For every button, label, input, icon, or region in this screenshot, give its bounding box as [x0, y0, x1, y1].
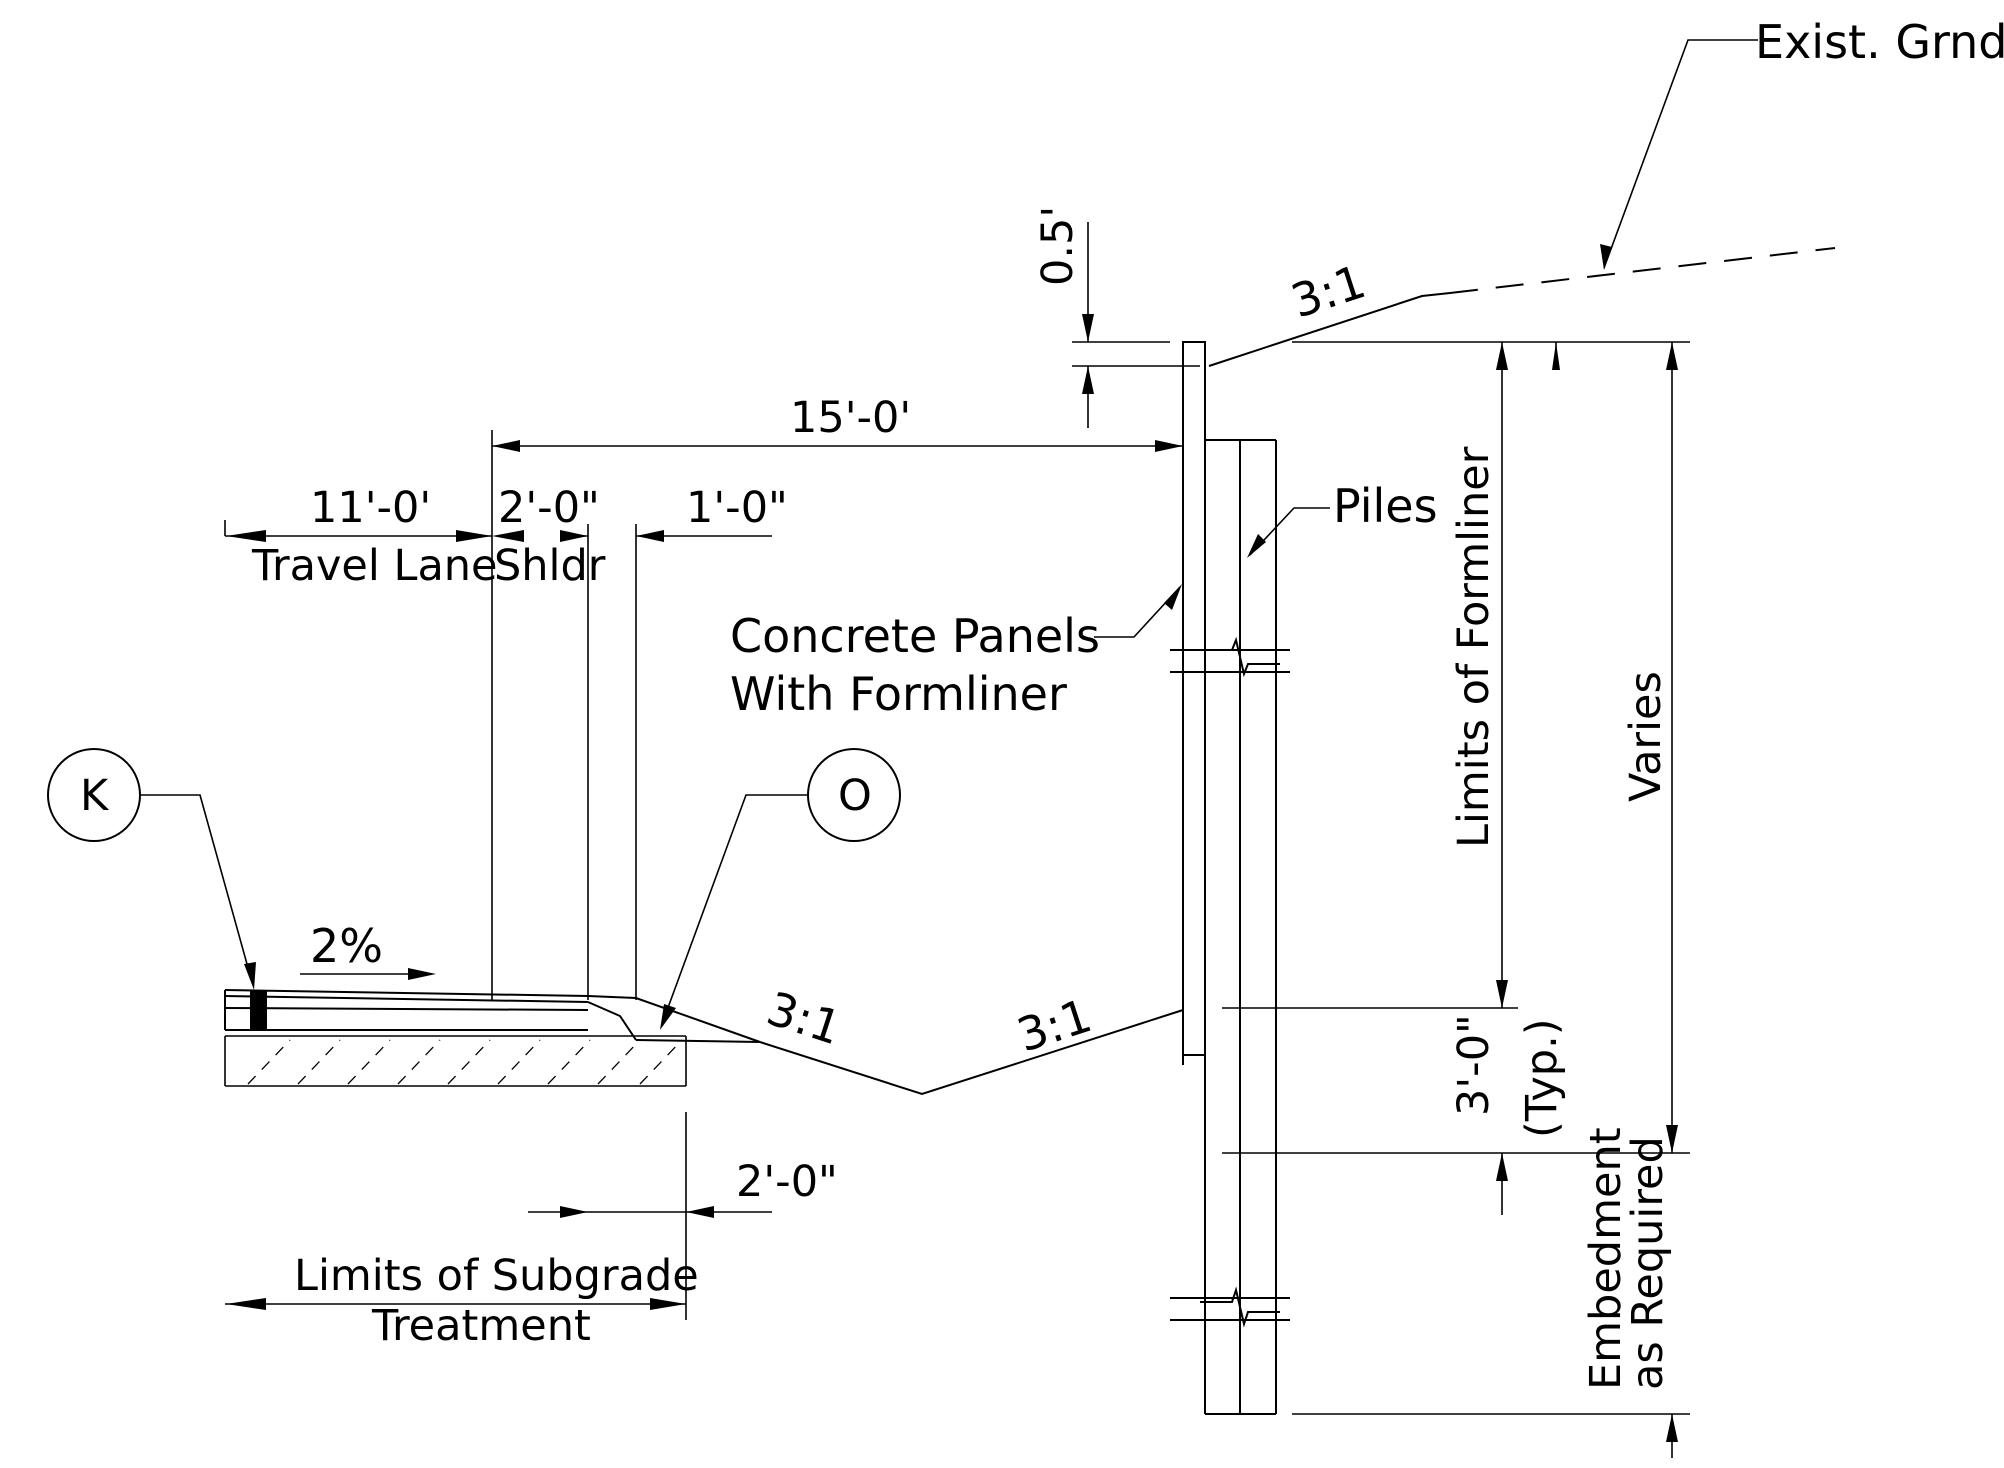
- curb-marker: [250, 990, 267, 1030]
- dim-travel-lane: [224, 520, 772, 1000]
- shoulder-label: Shldr: [494, 541, 606, 591]
- typ-label: (Typ.): [1517, 1018, 1567, 1138]
- dim-0-5: [1072, 222, 1200, 428]
- dim-subgrade: [225, 1298, 686, 1310]
- existing-ground: [1208, 39, 1836, 367]
- subgrade-label-2: Treatment: [371, 1301, 591, 1351]
- dim-1-0-label: 1'-0": [686, 483, 788, 533]
- dim-varies: [1666, 342, 1678, 1458]
- varies-label: Varies: [1621, 671, 1671, 802]
- dim-0-5-label: 0.5': [1033, 206, 1083, 286]
- dim-3-0-label: 3'-0": [1449, 1014, 1499, 1116]
- dim-2-0-bottom-label: 2'-0": [736, 1157, 838, 1207]
- cross-slope-label: 2%: [310, 919, 383, 973]
- limits-formliner-label: Limits of Formliner: [1449, 446, 1499, 848]
- dim-15-label: 15'-0': [790, 393, 911, 443]
- piles: [1170, 439, 1290, 1415]
- travel-lane-label: Travel Lane: [251, 541, 498, 591]
- callout-k: [47, 748, 256, 990]
- ditch-profile: [759, 1009, 1184, 1096]
- embedment-label-1: Embedment: [1581, 1127, 1631, 1390]
- callout-o: [660, 748, 901, 1030]
- right-extension-lines: [1222, 341, 1690, 1415]
- dim-15: [491, 430, 1183, 1000]
- concrete-panel: [1182, 341, 1206, 1153]
- dim-11-label: 11'-0': [310, 483, 431, 533]
- embedment-label-2: as Required: [1623, 1136, 1673, 1390]
- exist-grnd-label: Exist. Grnd.: [1755, 15, 2004, 69]
- ditch-right-slope-label: 3:1: [1011, 988, 1098, 1062]
- subgrade-label-1: Limits of Subgrade: [294, 1251, 699, 1301]
- concrete-panels-label-1: Concrete Panels: [730, 609, 1100, 663]
- subgrade-treatment: [224, 1035, 687, 1087]
- piles-leader: [1249, 507, 1330, 556]
- concrete-panels-label-2: With Formliner: [730, 667, 1067, 721]
- dim-2-0-bottom: [528, 1112, 772, 1320]
- pavement-section: [224, 989, 761, 1043]
- ditch-left-slope-label: 3:1: [761, 981, 848, 1055]
- piles-label: Piles: [1333, 479, 1438, 533]
- callout-k-label: K: [80, 771, 110, 821]
- dim-formliner: [1496, 342, 1560, 1215]
- dim-2-0-shoulder-label: 2'-0": [498, 483, 600, 533]
- callout-o-label: O: [838, 771, 872, 821]
- panels-leader: [1094, 586, 1181, 638]
